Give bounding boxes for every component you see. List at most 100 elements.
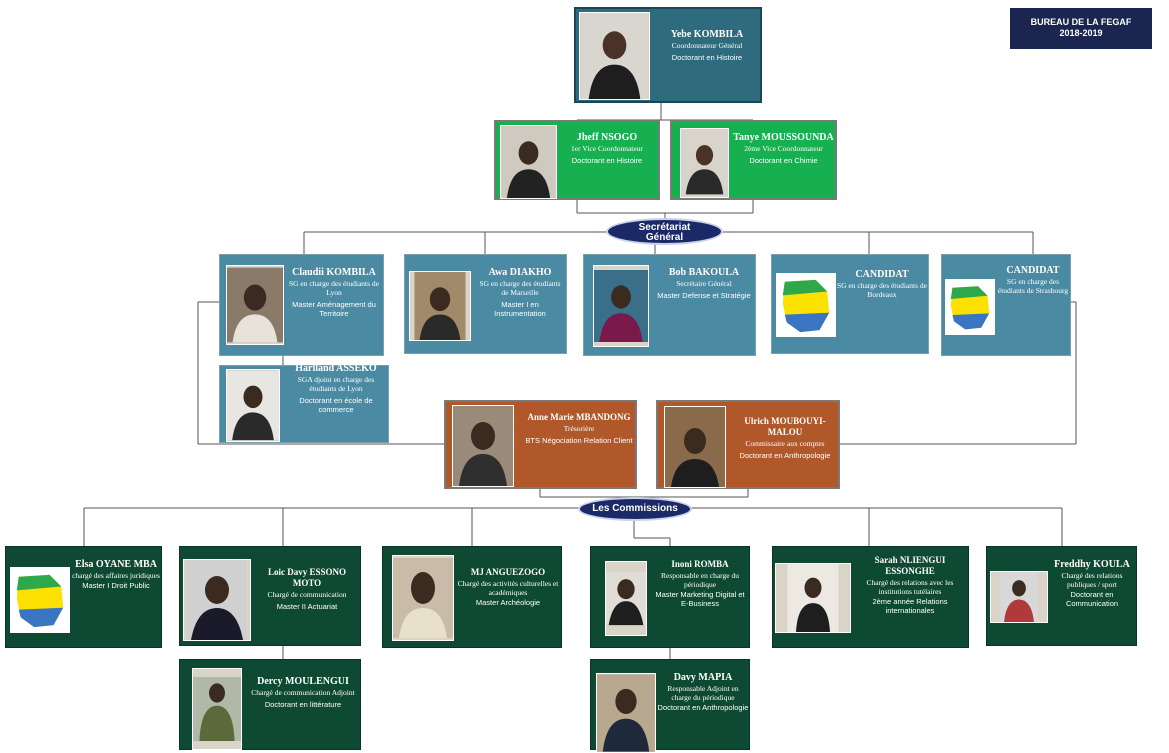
sg-lyon-name: Claudii KOMBILA (292, 267, 376, 278)
comm-adj-photo (192, 668, 242, 750)
person-portrait-icon (187, 560, 247, 640)
legal-card: Elsa OYANE MBA chargé des affaires jurid… (5, 546, 162, 648)
sg-strasbourg-role: SG en charge des étudiants de Strasbourg (997, 277, 1069, 295)
sg-marseille-name: Awa DIAKHO (488, 267, 552, 278)
sga-lyon-detail: Doctorant en école de commerce (299, 396, 373, 414)
legal-detail: Master I Droit Public (82, 581, 150, 590)
person-portrait-icon (393, 558, 453, 638)
sg-marseille-photo (409, 271, 471, 341)
sg-strasbourg-name: CANDIDAT (1006, 265, 1060, 276)
vice1-detail: Doctorant en Histoire (571, 156, 643, 165)
sga-lyon-name: Harlland ASSEKO (295, 363, 377, 374)
commissions-pill: Les Commissions (578, 497, 692, 521)
commissions-label: Les Commissions (592, 503, 678, 514)
coordinator-detail: Doctorant en Histoire (671, 53, 743, 62)
sg-strasbourg-card: CANDIDAT SG en charge des étudiants de S… (941, 254, 1071, 356)
legal-role: chargé des affaires juridiques (72, 571, 160, 580)
sg-lyon-role: SG en charge des étudiants de Lyon (288, 279, 380, 297)
person-portrait-icon (193, 677, 241, 741)
comm-card: Loic Davy ESSONO MOTO Chargé de communic… (179, 546, 361, 646)
sg-marseille-card: Awa DIAKHO SG en charge des étudiants de… (404, 254, 567, 354)
comm-name: Loic Davy ESSONO MOTO (267, 567, 346, 588)
person-portrait-icon (787, 564, 839, 632)
relations-role: Chargé des relations avec les institutio… (866, 578, 954, 596)
coordinator-role: Coordonnateur Général (671, 41, 743, 50)
secretariat-label-1: Secrétariat (638, 222, 691, 233)
vice1-photo (500, 125, 557, 199)
bureau-years: 2018-2019 (1059, 28, 1103, 38)
sg-general-detail: Master Defense et Stratégie (657, 291, 751, 300)
gabon-map-icon (776, 273, 836, 337)
vice1-name: Jheff NSOGO (576, 132, 638, 143)
person-portrait-icon (1000, 572, 1038, 622)
treasurer-card: Anne Marie MBANDONG Trésorière BTS Négoc… (444, 400, 637, 489)
auditor-detail: Doctorant en Anthropologie (739, 451, 831, 460)
auditor-name: Ulrich MOUBOUYI-MALOU (744, 416, 826, 437)
periodique-adj-role: Responsable Adjoint en charge du périodi… (667, 684, 739, 702)
culture-name: MJ ANGUEZOGO (470, 567, 546, 577)
treasurer-detail: BTS Négociation Relation Client (525, 436, 633, 445)
public-card: Freddhy KOULA Chargé des relations publi… (986, 546, 1137, 646)
sg-bordeaux-name: CANDIDAT (855, 269, 909, 280)
culture-photo (392, 555, 454, 641)
culture-card: MJ ANGUEZOGO Chargé des activités cultur… (382, 546, 562, 648)
comm-adj-role: Chargé de communication Adjoint (251, 688, 355, 697)
sg-bordeaux-role: SG en charge des étudiants de Bordeaux (836, 281, 928, 299)
vice2-detail: Doctorant en Chimie (749, 156, 818, 165)
coordinator-card: Yebe KOMBILA Coordonnateur Général Docto… (574, 7, 762, 103)
sg-general-name: Bob BAKOULA (668, 267, 740, 278)
periodique-detail: Master Marketing Digital et E-Business (655, 590, 745, 608)
person-portrait-icon (501, 126, 556, 198)
comm-adj-name: Dercy MOULENGUI (257, 676, 349, 687)
person-portrait-icon (665, 407, 725, 487)
sg-general-photo (593, 265, 649, 347)
gabon-map-icon (10, 567, 70, 633)
vice1-role: 1er Vice Coordonnateur (571, 144, 643, 153)
sg-lyon-card: Claudii KOMBILA SG en charge des étudian… (219, 254, 384, 356)
treasurer-name: Anne Marie MBANDONG (527, 412, 631, 422)
periodique-adj-detail: Doctorant en Anthropologie (657, 703, 749, 712)
vice2-photo (680, 128, 729, 198)
comm-photo (183, 559, 251, 641)
person-portrait-icon (582, 13, 647, 99)
sg-lyon-photo (226, 265, 284, 345)
auditor-card: Ulrich MOUBOUYI-MALOU Commissaire aux co… (656, 400, 840, 489)
coordinator-name: Yebe KOMBILA (670, 29, 744, 40)
person-portrait-icon (597, 674, 655, 752)
periodique-photo (605, 561, 647, 636)
public-name: Freddhy KOULA (1054, 559, 1130, 570)
vice2-card: Tanye MOUSSOUNDA 2ème Vice Coordonnateur… (670, 120, 837, 200)
periodique-role: Responsable en charge du périodique (661, 571, 739, 589)
person-portrait-icon (414, 272, 466, 340)
person-portrait-icon (227, 267, 283, 343)
periodique-adj-card: Davy MAPIA Responsable Adjoint en charge… (590, 659, 750, 753)
sg-marseille-detail: Master I en Instrumentation (494, 300, 546, 318)
culture-detail: Master Archéologie (475, 598, 541, 607)
relations-detail: 2ème année Relations internationales (872, 597, 948, 615)
sg-general-role: Secrétaire Général (676, 279, 732, 288)
legal-name: Elsa OYANE MBA (75, 559, 157, 570)
public-detail: Doctorant en Communication (1065, 590, 1119, 608)
public-photo (990, 571, 1048, 623)
person-portrait-icon (606, 571, 646, 626)
auditor-role: Commissaire aux comptes (745, 439, 825, 448)
person-portrait-icon (594, 270, 648, 342)
person-portrait-icon (227, 370, 279, 441)
auditor-photo (664, 406, 726, 488)
sga-lyon-card: Harlland ASSEKO SGA djoint en charge des… (219, 363, 389, 443)
bureau-title-text: BUREAU DE LA FEGAF (1030, 17, 1132, 27)
vice2-name: Tanye MOUSSOUNDA (733, 132, 834, 143)
person-portrait-icon (453, 406, 513, 486)
relations-photo (775, 563, 851, 633)
comm-adj-detail: Doctorant en littérature (264, 700, 342, 709)
periodique-adj-name: Davy MAPIA (673, 672, 733, 683)
comm-role: Chargé de communication (267, 590, 347, 599)
coordinator-photo (579, 12, 650, 100)
sga-lyon-role: SGA djoint en charge des étudiants de Ly… (297, 375, 375, 393)
sg-marseille-role: SG en charge des étudiants de Marseille (479, 279, 561, 297)
comm-detail: Master II Actuariat (276, 602, 338, 611)
comm-adj-card: Dercy MOULENGUI Chargé de communication … (179, 659, 361, 750)
periodique-card: Inoni ROMBA Responsable en charge du pér… (590, 546, 750, 648)
sg-general-card: Bob BAKOULA Secrétaire Général Master De… (583, 254, 756, 356)
sg-lyon-detail: Master Aménagement du Territoire (292, 300, 376, 318)
